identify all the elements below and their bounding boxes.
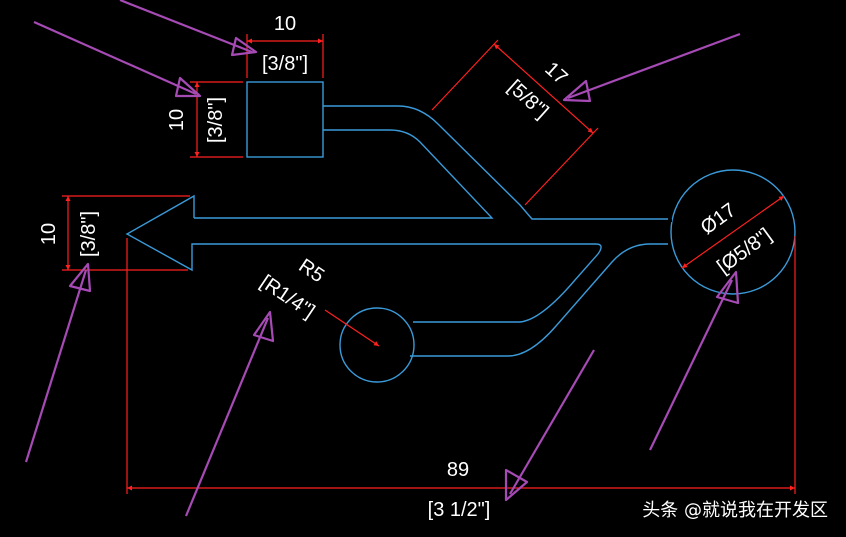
dim-radius-value: R5 [295,255,329,288]
dim-top-width-value: 10 [274,13,296,35]
dim-top-height-imperial: [3/8"] [205,97,227,143]
dim-top-width-imperial: [3/8"] [262,53,308,75]
annotation-arrow-top-width [119,0,258,57]
dim-radius-line [324,309,380,347]
top-square [246,81,324,158]
annotation-arrow-left-height [24,262,92,463]
dim-diagonal-imperial: [5/8"] [504,76,553,123]
watermark-text: 头条 @就说我在开发区 [642,500,828,521]
annotation-arrows [24,0,741,517]
dim-diameter-line [681,195,785,269]
dim-diameter-imperial: [Ø5/8"] [713,224,776,278]
dim-diagonal-value: 17 [540,58,571,89]
dim-diameter-value: Ø17 [697,199,741,239]
annotation-arrow-diagonal [562,32,741,103]
dimension-labels: 10 [3/8"] 10 [3/8"] 17 [5/8"] 10 [3/8"] … [38,13,776,521]
annotation-arrow-diameter [649,270,740,451]
top-prong [323,105,668,220]
dim-left-height-imperial: [3/8"] [78,211,100,257]
dim-top-height-value: 10 [166,109,188,131]
usb-symbol-outline [125,81,796,383]
right-circle [670,169,796,295]
annotation-arrow-top-height [33,20,202,98]
dim-overall-length-value: 89 [447,459,469,481]
dim-overall-length-imperial: [3 1/2"] [428,499,491,521]
top-prong-inner [194,129,494,219]
bottom-prong [410,243,668,357]
dim-left-height-value: 10 [38,223,60,245]
dim-diagonal-line [493,43,594,134]
dimension-lines [62,34,796,494]
main-arrow [125,194,602,323]
annotation-arrow-radius [184,310,275,517]
bottom-circle [339,307,415,383]
annotation-arrow-overall-length [504,349,595,502]
